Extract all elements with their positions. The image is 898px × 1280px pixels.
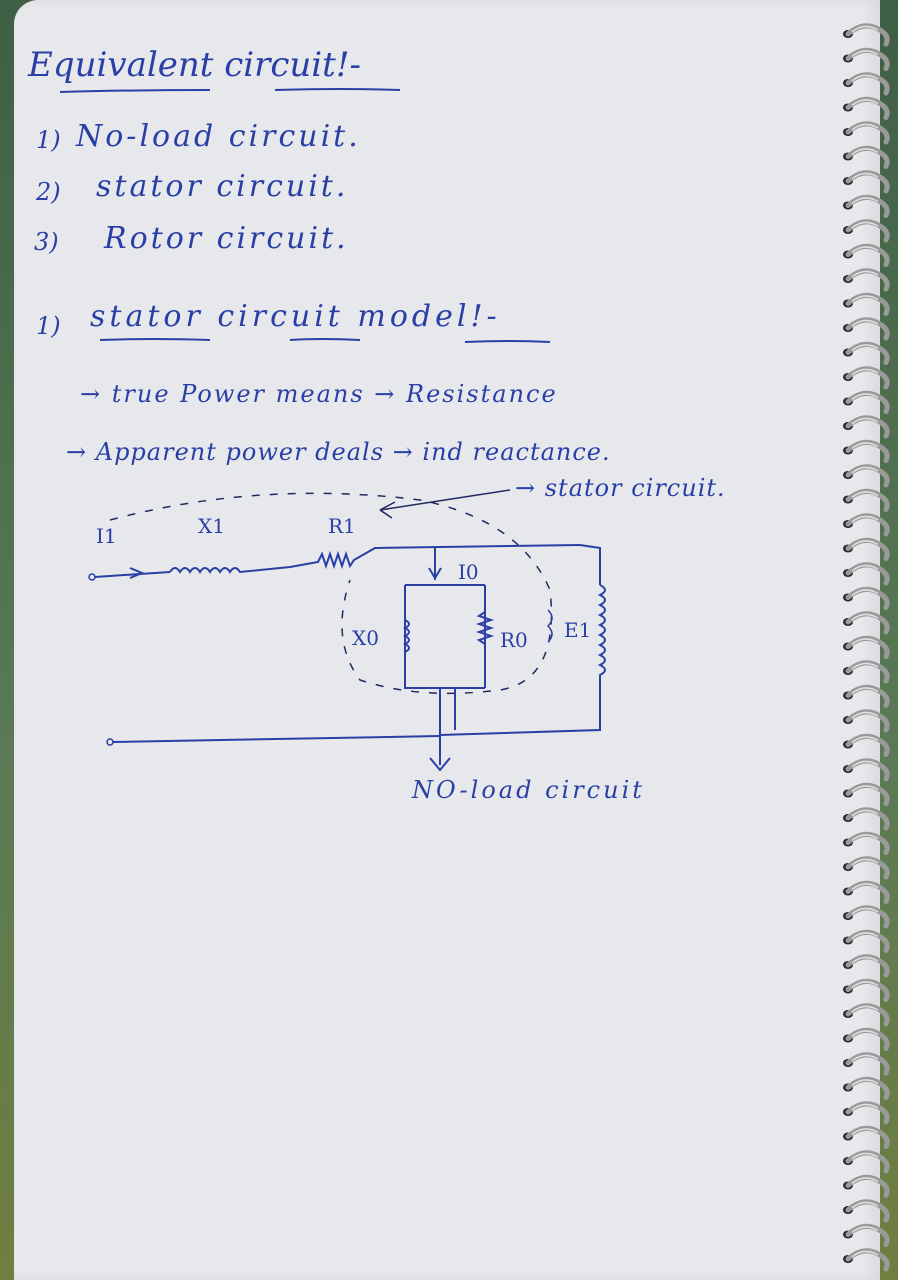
label-e1: E1	[564, 618, 592, 642]
return-wire	[112, 735, 441, 743]
list-text: No-load circuit.	[76, 119, 361, 154]
label-i1: I1	[96, 524, 117, 548]
label-x1: X1	[198, 514, 225, 538]
label-r0: R0	[500, 628, 528, 652]
section-text: stator circuit model!-	[90, 299, 501, 334]
list-text: Rotor circuit.	[104, 221, 349, 256]
arrow-down-icon	[429, 757, 451, 772]
note-line: → stator circuit.	[515, 474, 726, 502]
parallel-branch	[404, 584, 486, 689]
page-title: Equivalent circuit!-	[28, 45, 361, 85]
note-line: → Apparent power deals → ind reactance.	[66, 438, 611, 466]
resistor-r1-icon	[289, 544, 581, 570]
label-i0: I0	[458, 560, 479, 584]
input-wire	[94, 571, 171, 578]
dashed-outline	[109, 492, 553, 695]
inductor-e1-icon	[439, 584, 606, 736]
section-number: 1)	[36, 312, 61, 340]
list-number: 2)	[36, 178, 61, 206]
circuit-caption: NO-load circuit	[412, 776, 645, 804]
inductor-x1-icon	[169, 566, 291, 574]
inductor-x0-icon	[402, 619, 410, 653]
current-arrow-icon	[129, 567, 145, 579]
list-number: 1)	[36, 126, 61, 154]
label-x0: X0	[352, 626, 379, 650]
resistor-r0-icon	[475, 611, 495, 645]
current-arrow-icon	[428, 567, 442, 580]
label-r1: R1	[328, 514, 356, 538]
list-number: 3)	[34, 228, 59, 256]
notebook-page	[14, 0, 880, 1280]
list-text: stator circuit.	[96, 169, 349, 204]
note-line: → true Power means → Resistance	[80, 380, 558, 408]
spiral-binding	[843, 23, 890, 1272]
